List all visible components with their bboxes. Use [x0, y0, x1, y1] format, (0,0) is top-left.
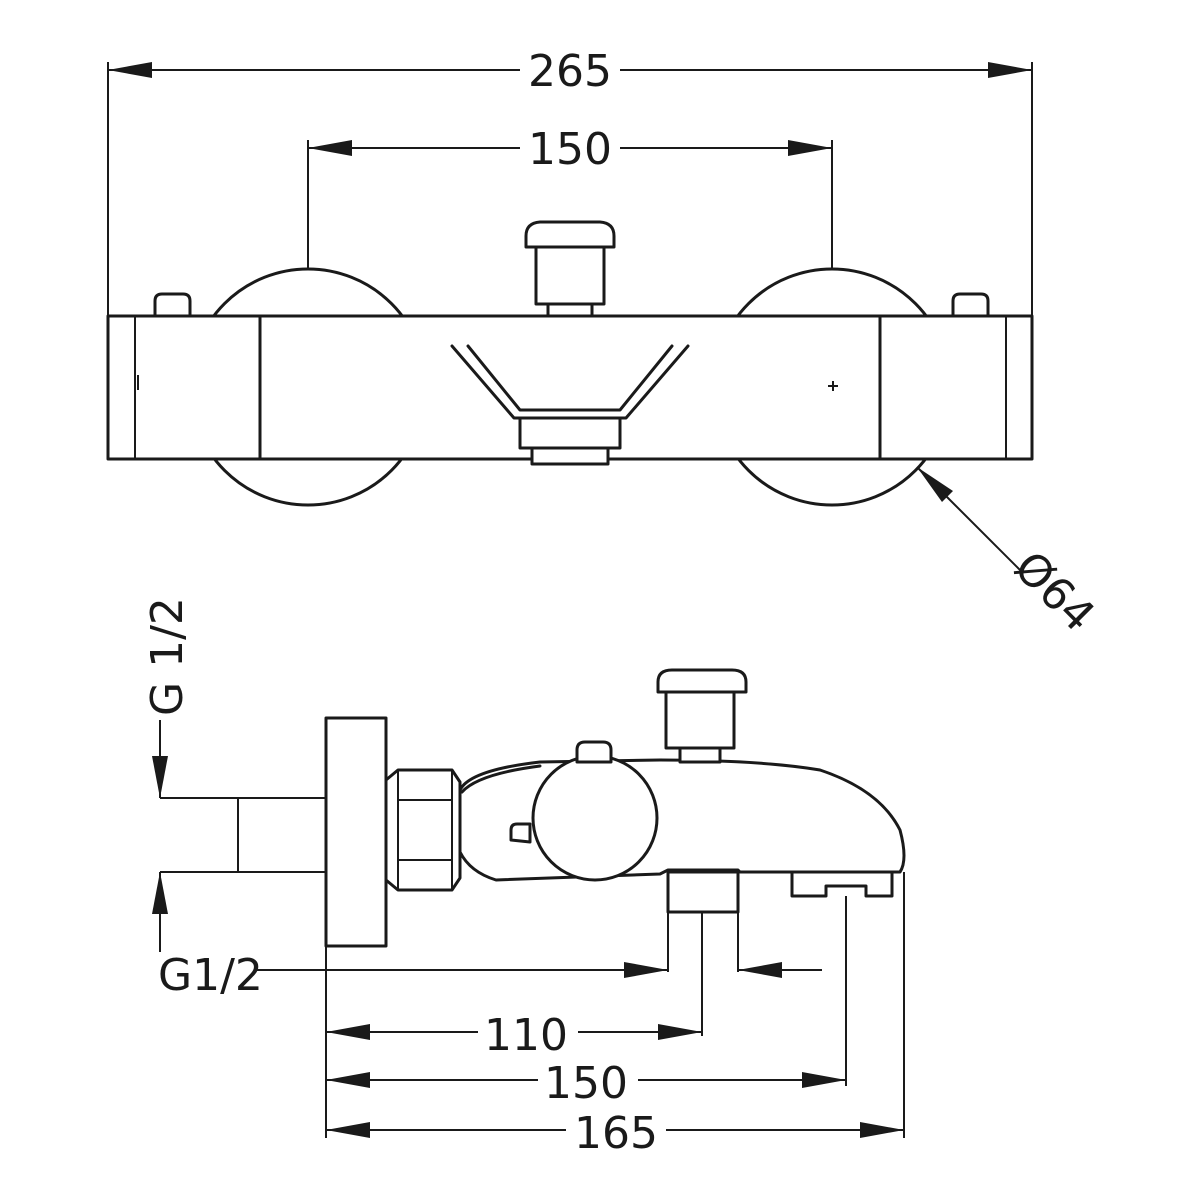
dimension-150-side: 150	[326, 1054, 846, 1109]
arrowhead	[738, 962, 782, 978]
arrowhead	[917, 467, 953, 502]
dimension-label-150-side: 150	[544, 1058, 628, 1109]
arrowhead	[326, 1122, 370, 1138]
dimension-diameter: Ø64	[916, 466, 1104, 642]
arrowhead	[152, 872, 168, 914]
dimension-150-top: 150	[307, 122, 833, 270]
inlet-thread-marker: G 1/2	[142, 597, 193, 952]
side-body	[458, 668, 906, 914]
spout-outlet	[790, 870, 894, 898]
arrowhead	[624, 962, 668, 978]
arrowhead	[326, 1024, 370, 1040]
dimension-label-110: 110	[484, 1010, 568, 1061]
wall-plate	[324, 716, 388, 948]
arrowhead	[988, 62, 1032, 78]
arrowhead	[802, 1072, 846, 1088]
mixer-body	[106, 314, 1034, 466]
arrowhead	[326, 1072, 370, 1088]
temperature-knob	[531, 754, 659, 882]
arrowhead	[108, 62, 152, 78]
side-extension-lines	[325, 872, 905, 1138]
dimension-265: 265	[107, 44, 1033, 316]
shower-outlet	[666, 870, 740, 914]
arrowhead	[308, 140, 352, 156]
left-top-knob	[153, 292, 192, 318]
dimension-165: 165	[326, 1104, 904, 1159]
inlet-thread-label: G 1/2	[142, 597, 193, 716]
arrowhead	[860, 1122, 904, 1138]
wall-pipe	[160, 797, 326, 873]
arrowhead	[788, 140, 832, 156]
arrowhead	[152, 756, 168, 798]
arrowhead	[658, 1024, 702, 1040]
dimension-label-265: 265	[528, 46, 612, 97]
dimension-110: 110	[326, 1006, 702, 1061]
diverter-knob	[524, 220, 616, 319]
dimension-label-diameter: Ø64	[1004, 542, 1104, 642]
dimension-outlet-thread: G1/2	[158, 950, 822, 1001]
side-view: G 1/2	[142, 597, 906, 1159]
dimension-label-165: 165	[574, 1108, 658, 1159]
hex-nut	[384, 768, 462, 892]
dimension-label-150-top: 150	[528, 124, 612, 175]
top-view: 265 150 Ø64	[106, 44, 1104, 642]
outlet-thread-label: G1/2	[158, 950, 263, 1001]
right-top-knob	[951, 292, 990, 318]
